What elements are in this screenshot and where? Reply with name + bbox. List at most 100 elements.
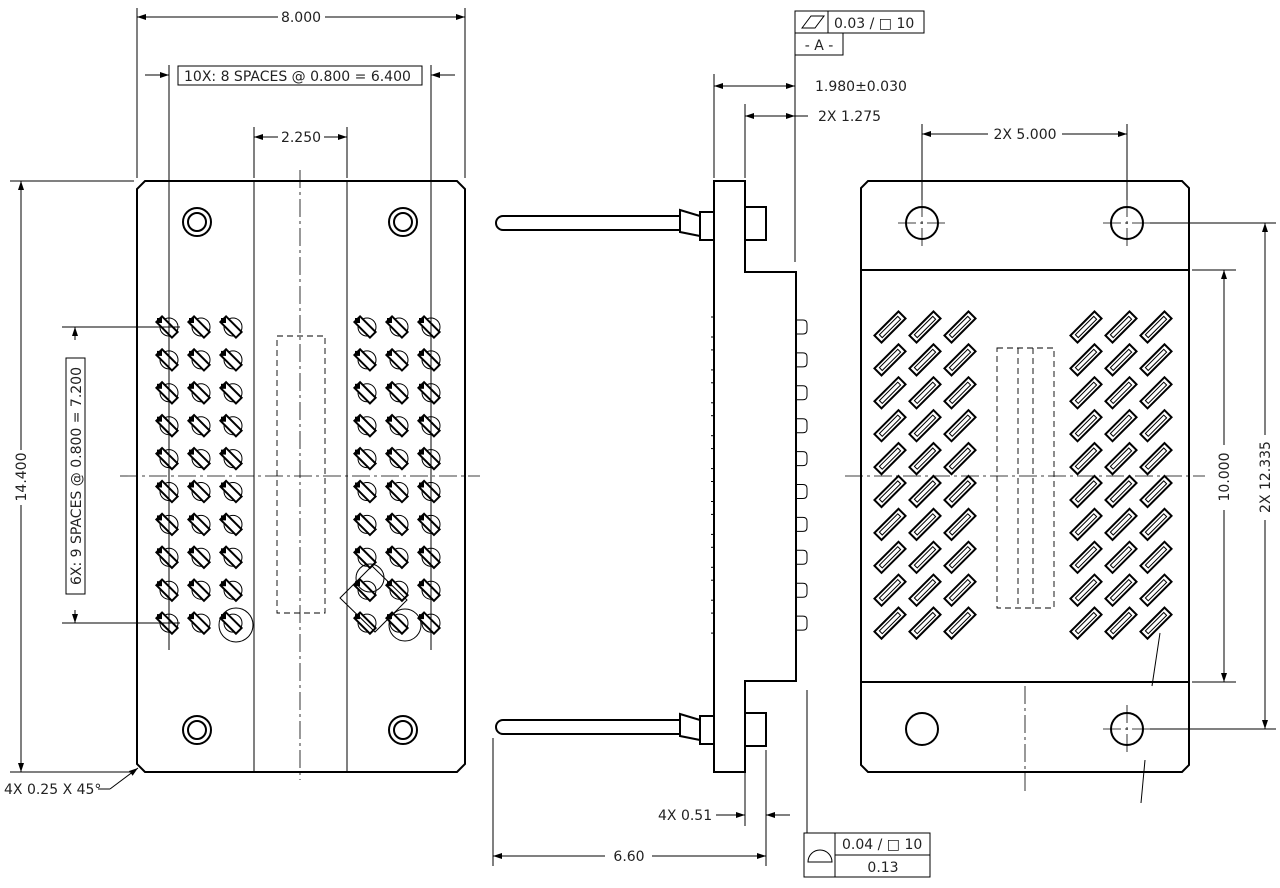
slot-icon bbox=[1069, 540, 1103, 575]
pin-contact-icon bbox=[352, 578, 378, 603]
slot-icon bbox=[1104, 606, 1138, 641]
pin-contact-icon bbox=[154, 413, 180, 438]
slot-icon bbox=[1069, 474, 1103, 509]
dim-pin-rows: 6X: 9 SPACES @ 0.800 = 7.200 bbox=[69, 367, 85, 585]
slot-icon bbox=[1069, 408, 1103, 443]
pin-contact-icon bbox=[384, 512, 410, 537]
pin-contact-icon bbox=[352, 314, 378, 340]
dim-pin-columns: 10X: 8 SPACES @ 0.800 = 6.400 bbox=[184, 69, 411, 85]
pin-contact-icon bbox=[384, 545, 410, 570]
pin-contact-icon bbox=[186, 314, 212, 340]
contact-tip bbox=[711, 546, 808, 568]
dim-step: 2X 1.275 bbox=[818, 109, 881, 125]
front-view: 8.000 10X: 8 SPACES @ 0.800 = 6.400 2.25… bbox=[4, 8, 480, 798]
dim-hole-spacing: 2X 5.000 bbox=[993, 127, 1056, 143]
slot-icon bbox=[943, 507, 977, 542]
slot-icon bbox=[943, 441, 977, 476]
slot-icon bbox=[908, 507, 942, 542]
contact-tip bbox=[711, 448, 808, 470]
slot-icon bbox=[1104, 540, 1138, 575]
contact-tip bbox=[711, 382, 808, 404]
back-view: 2X 5.000 10.000 2X 12.335 bbox=[845, 124, 1276, 804]
dim-corner-chamfer: 4X 0.25 X 45° bbox=[4, 782, 101, 798]
pin-contact-icon bbox=[154, 479, 180, 504]
pin-contact-icon bbox=[218, 479, 244, 504]
slot-icon bbox=[873, 441, 907, 476]
slot-icon bbox=[908, 310, 942, 344]
flatness-symbol-icon bbox=[801, 15, 825, 29]
pin-contact-icon bbox=[416, 314, 442, 340]
pin-contact-icon bbox=[416, 479, 442, 504]
slot-icon bbox=[873, 474, 907, 509]
slot-icon bbox=[1139, 606, 1173, 641]
dim-hole-pitch-vertical: 2X 12.335 bbox=[1258, 441, 1274, 513]
pin-contact-icon bbox=[186, 413, 212, 438]
slot-icon bbox=[943, 342, 977, 377]
slot-icon bbox=[873, 342, 907, 377]
pin-contact-icon bbox=[154, 446, 180, 471]
dim-pin-diameter: 4X 0.51 bbox=[658, 808, 712, 824]
pin-contact-icon bbox=[416, 512, 442, 537]
pin-contact-icon bbox=[186, 512, 212, 537]
slot-icon bbox=[908, 342, 942, 377]
slot-icon bbox=[1139, 408, 1173, 443]
slot-icon bbox=[1069, 606, 1103, 641]
slot-icon bbox=[1139, 507, 1173, 542]
pin-contact-icon bbox=[384, 446, 410, 471]
slot-icon bbox=[943, 606, 977, 641]
side-pins bbox=[495, 208, 715, 745]
pin-contact-icon bbox=[186, 611, 212, 636]
slot-icon bbox=[873, 606, 907, 641]
slot-icon bbox=[943, 573, 977, 608]
slot-icon bbox=[1069, 375, 1103, 410]
contact-tip bbox=[711, 316, 808, 338]
pin-contact-icon bbox=[218, 380, 244, 405]
contact-tip bbox=[711, 415, 808, 437]
fcf-flatness-tolerance: 0.03 / □ 10 bbox=[834, 16, 914, 32]
slot-icon bbox=[873, 310, 907, 344]
pin-contact-icon bbox=[154, 578, 180, 603]
slot-icon bbox=[1104, 342, 1138, 377]
dim-overall-height: 14.400 bbox=[14, 453, 30, 502]
pin-contact-icon bbox=[186, 347, 212, 372]
slot-icon bbox=[1139, 375, 1173, 410]
pin-contact-icon bbox=[218, 545, 244, 570]
pin-contact-icon bbox=[154, 380, 180, 405]
pin-contact-icon bbox=[352, 413, 378, 438]
pin-contact-icon bbox=[352, 479, 378, 504]
slot-icon bbox=[873, 408, 907, 443]
dim-center-slot-width: 2.250 bbox=[281, 130, 321, 146]
pin-contact-icon bbox=[416, 380, 442, 405]
datum-a-label: - A - bbox=[805, 38, 834, 54]
slot-icon bbox=[943, 408, 977, 443]
slot-icon bbox=[908, 474, 942, 509]
slot-icon bbox=[908, 375, 942, 410]
back-outline bbox=[860, 180, 1190, 773]
pin-contact-icon bbox=[218, 611, 244, 636]
pin-contact-icon bbox=[416, 611, 442, 636]
mounting-holes bbox=[182, 207, 418, 745]
pin-contact-icon bbox=[218, 347, 244, 372]
pin-contact-icon bbox=[218, 578, 244, 603]
pin-contact-icon bbox=[352, 446, 378, 471]
contact-tip bbox=[711, 513, 808, 535]
slot-icon bbox=[1139, 540, 1173, 575]
dim-overall-width: 8.000 bbox=[281, 10, 321, 26]
fcf-profile-value: 0.13 bbox=[867, 860, 898, 876]
contact-tip bbox=[711, 349, 808, 371]
slot-icon bbox=[873, 375, 907, 410]
pin-contact-icon bbox=[218, 413, 244, 438]
pin-contact-icon bbox=[352, 347, 378, 372]
pin-contact-icon bbox=[186, 446, 212, 471]
back-slot-array bbox=[873, 310, 1173, 641]
pin-contact-icon bbox=[186, 545, 212, 570]
pin-contact-icon bbox=[384, 413, 410, 438]
pin-contact-icon bbox=[186, 380, 212, 405]
pin-contact-icon bbox=[154, 512, 180, 537]
slot-icon bbox=[1139, 441, 1173, 476]
front-pin-array bbox=[154, 314, 442, 636]
contact-tip bbox=[711, 579, 808, 601]
pin-contact-icon bbox=[416, 413, 442, 438]
pin-contact-icon bbox=[352, 545, 378, 570]
slot-icon bbox=[908, 606, 942, 641]
